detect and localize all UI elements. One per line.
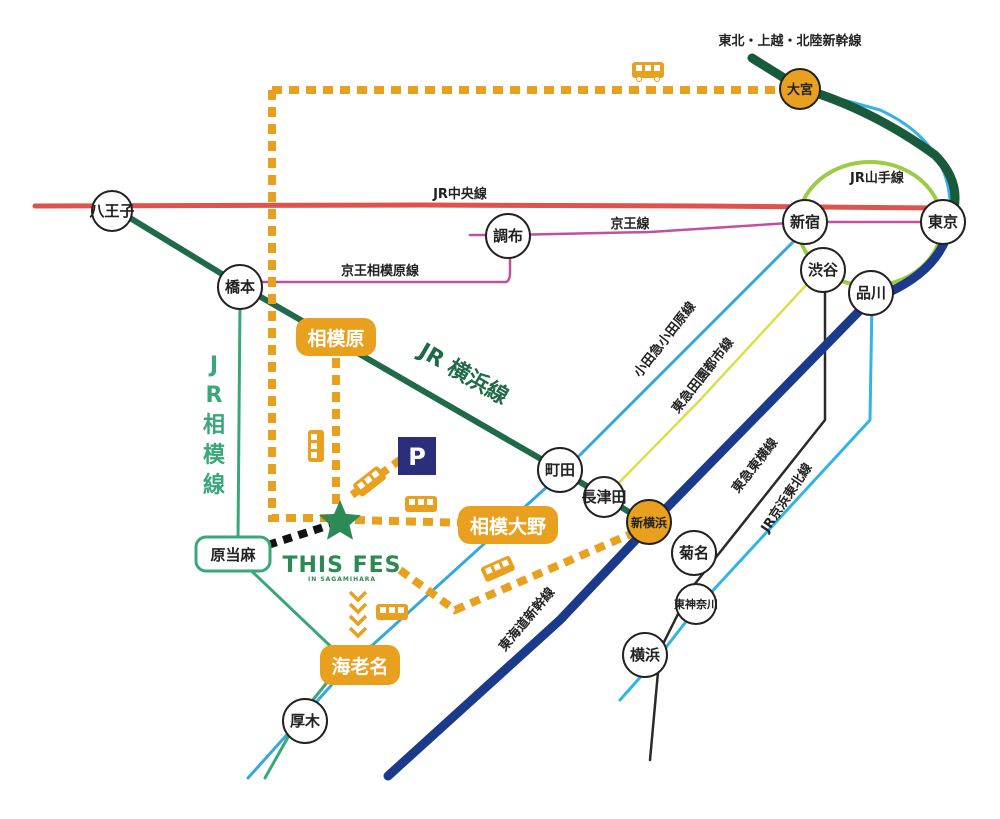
svg-text:長津田: 長津田	[581, 488, 626, 506]
line-denentoshi	[603, 268, 822, 499]
line-keio	[468, 220, 942, 237]
bus-icon	[308, 430, 324, 462]
line-keihin-tohoku	[618, 58, 952, 702]
svg-text:新宿: 新宿	[790, 213, 820, 231]
bus-icon	[376, 604, 408, 620]
svg-text:八王子: 八王子	[88, 202, 134, 220]
svg-text:渋谷: 渋谷	[808, 261, 839, 279]
svg-text:町田: 町田	[545, 461, 575, 479]
bus-icon	[480, 555, 515, 582]
station-hashimoto[interactable]: 橋本	[217, 264, 263, 310]
station-shinjuku[interactable]: 新宿	[782, 199, 828, 245]
svg-text:品川: 品川	[856, 284, 886, 302]
svg-text:大宮: 大宮	[787, 82, 813, 98]
venue-logo-sub: IN SAGAMIHARA	[308, 576, 376, 583]
station-yokohama[interactable]: 横浜	[622, 632, 668, 678]
station-omiya[interactable]: 大宮	[779, 68, 821, 110]
chevrons-to-ebina	[348, 590, 368, 639]
station-machida[interactable]: 町田	[537, 447, 583, 493]
label-denentoshi: 東急田園都市線	[669, 334, 738, 416]
line-keio-sagamihara	[243, 234, 512, 284]
access-route-haratoima	[266, 521, 332, 549]
bus-icon	[353, 466, 386, 497]
station-higashi-kanagawa[interactable]: 東神奈川	[674, 583, 718, 625]
svg-text:相模大野: 相模大野	[470, 515, 546, 538]
parking-icon[interactable]: P	[398, 437, 436, 475]
station-atsugi[interactable]: 厚木	[282, 698, 328, 744]
hub-sagami-ono[interactable]: 相模大野	[458, 506, 558, 544]
label-keio: 京王線	[610, 216, 650, 232]
access-route-sagami-ono	[354, 516, 471, 527]
station-nagatsuta[interactable]: 長津田	[581, 476, 627, 518]
label-jr-yamanote: JR山手線	[849, 170, 905, 186]
bus-icon	[632, 62, 664, 82]
station-tokyo[interactable]: 東京	[920, 199, 966, 245]
venue-logo: THIS FES	[282, 553, 401, 578]
svg-text:調布: 調布	[493, 227, 523, 245]
line-odakyu	[246, 228, 807, 780]
svg-text:海老名: 海老名	[331, 655, 388, 678]
label-jr-chuo: JR中央線	[432, 186, 488, 202]
label-keihin-tohoku: JR京浜東北線	[757, 459, 816, 536]
label-jr-yokohama: JR 横浜線	[412, 337, 512, 410]
star-icon	[319, 500, 361, 540]
svg-text:横浜: 横浜	[630, 646, 660, 664]
access-route-west	[268, 90, 330, 522]
svg-text:原当麻: 原当麻	[210, 546, 256, 564]
svg-text:菊名: 菊名	[679, 544, 709, 562]
label-toyoko: 東急東横線	[729, 434, 782, 496]
access-routes	[266, 86, 795, 639]
station-kikuna[interactable]: 菊名	[671, 530, 717, 576]
svg-text:相模原: 相模原	[307, 327, 364, 350]
svg-text:新横浜: 新横浜	[631, 515, 667, 530]
line-toyoko	[648, 273, 827, 762]
station-shibuya[interactable]: 渋谷	[800, 247, 846, 293]
label-tohoku-shinkansen: 東北・上越・北陸新幹線	[718, 33, 862, 49]
svg-text:橋本: 橋本	[225, 278, 255, 296]
bus-icon	[405, 496, 437, 512]
hub-sagamihara[interactable]: 相模原	[296, 318, 376, 356]
station-chofu[interactable]: 調布	[485, 213, 531, 259]
station-shin-yokohama[interactable]: 新横浜	[626, 499, 672, 545]
rail-lines	[32, 53, 960, 781]
access-route-shin-yokohama	[397, 526, 642, 615]
svg-text:東神奈川: 東神奈川	[674, 597, 718, 611]
svg-text:P: P	[408, 443, 426, 471]
station-haratoima[interactable]: 原当麻	[194, 535, 272, 573]
svg-text:厚木: 厚木	[290, 712, 321, 730]
station-hachioji[interactable]: 八王子	[88, 190, 135, 232]
label-keio-sagamihara: 京王相模原線	[341, 263, 420, 279]
hub-ebina[interactable]: 海老名	[320, 645, 400, 685]
svg-text:東京: 東京	[928, 213, 958, 231]
station-shinagawa[interactable]: 品川	[848, 270, 894, 316]
line-tohoku-shinkansen	[747, 53, 960, 227]
venue[interactable]: THIS FES IN SAGAMIHARA	[282, 500, 401, 583]
